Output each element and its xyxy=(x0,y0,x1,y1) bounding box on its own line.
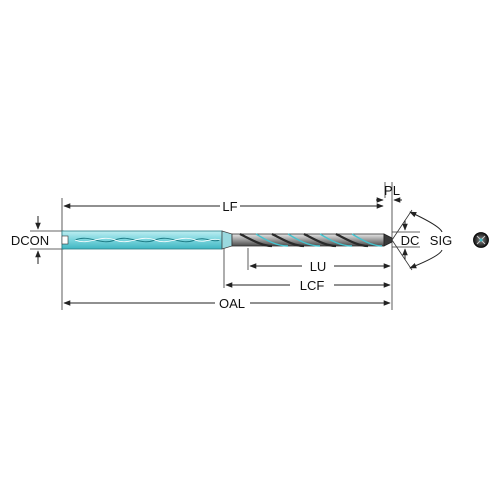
lu-label: LU xyxy=(310,259,327,274)
oal-label: OAL xyxy=(219,296,245,311)
lf-label: LF xyxy=(222,199,237,214)
lcf-dimension: LCF xyxy=(225,278,391,293)
pl-label: PL xyxy=(384,183,400,198)
dc-label: DC xyxy=(401,233,420,248)
oal-dimension: OAL xyxy=(63,296,391,311)
sig-dimension: SIG xyxy=(391,209,452,271)
lf-dimension: LF xyxy=(63,199,384,214)
pl-dimension: PL xyxy=(376,183,402,203)
sig-label: SIG xyxy=(430,233,452,248)
drill-shank xyxy=(61,230,223,250)
lu-dimension: LU xyxy=(249,259,391,274)
drill-flutes xyxy=(239,233,383,248)
coolant-channels xyxy=(74,237,221,243)
drill-end-view-icon xyxy=(473,232,489,248)
drill-point xyxy=(383,233,393,247)
dcon-label: DCON xyxy=(11,233,49,248)
extension-lines xyxy=(30,182,420,310)
dcon-dimension: DCON xyxy=(11,216,49,264)
shank-flat xyxy=(61,235,69,245)
lcf-label: LCF xyxy=(300,278,325,293)
drill-body xyxy=(61,230,393,250)
dc-dimension: DC xyxy=(401,220,420,260)
drill-neck xyxy=(221,230,233,250)
